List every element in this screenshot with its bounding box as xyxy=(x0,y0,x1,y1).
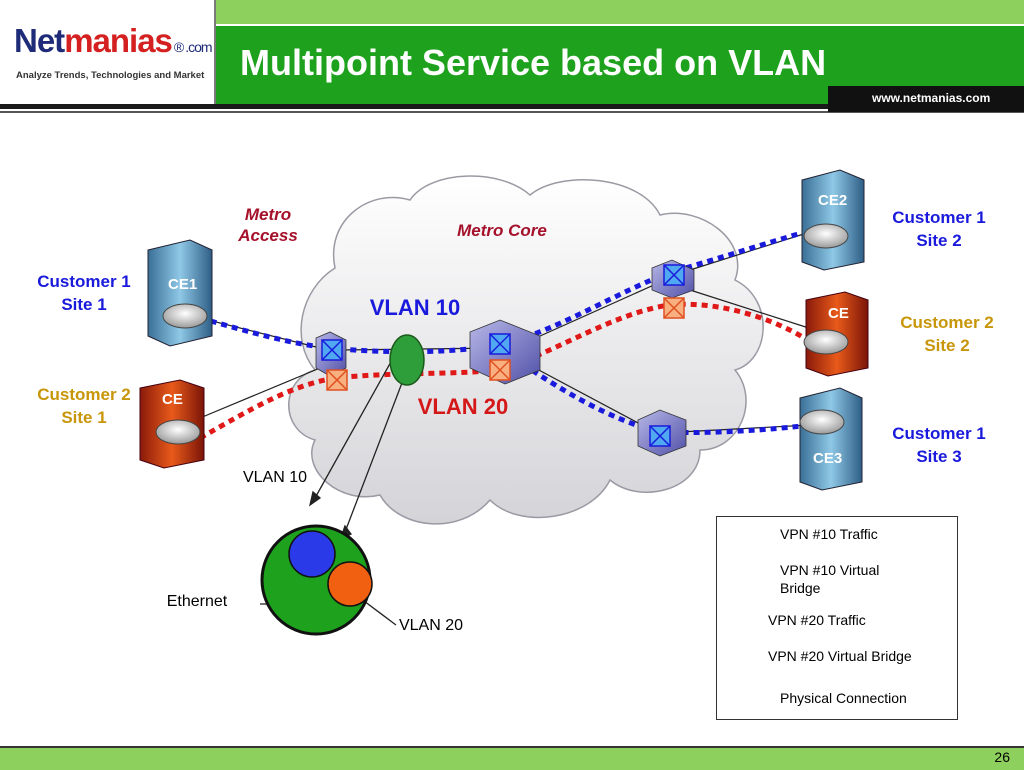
customer2-site2-line2: Site 2 xyxy=(924,336,970,355)
customer1-site1-line1: Customer 1 xyxy=(37,272,131,291)
metro-core-label: Metro Core xyxy=(457,221,547,240)
vlan10-label: VLAN 10 xyxy=(369,295,461,320)
legend-vpn20-traffic: VPN #20 Traffic xyxy=(768,612,866,628)
building-ce-right xyxy=(803,291,869,377)
logo-manias: manias xyxy=(64,22,173,59)
logo-box: Netmanias®.com Analyze Trends, Technolog… xyxy=(0,0,216,104)
metro-access-label: Metro Access xyxy=(228,204,308,246)
ce-right-tag: CE xyxy=(828,305,849,322)
logo-net: Net xyxy=(14,22,65,59)
legend-physical: Physical Connection xyxy=(780,690,907,706)
metro-access-line1: Metro xyxy=(244,205,292,224)
ce1-tag: CE1 xyxy=(168,276,198,293)
customer1-site2-line2: Site 2 xyxy=(916,231,962,250)
vlan-tag-oval xyxy=(389,334,425,386)
legend-vpn10-bridge-line2: Bridge xyxy=(780,580,821,596)
url-box xyxy=(828,86,1024,112)
vlan20-label: VLAN 20 xyxy=(417,394,509,419)
vpn20-bridge-icons xyxy=(326,297,685,391)
ce3-tag: CE3 xyxy=(813,450,843,467)
customer1-site3-line1: Customer 1 xyxy=(892,424,986,443)
customer2-site2-line1: Customer 2 xyxy=(900,313,994,332)
logo-tagline: Analyze Trends, Technologies and Market xyxy=(16,70,205,81)
header-top-strip xyxy=(216,0,1024,24)
customer1-site1-line2: Site 1 xyxy=(61,295,107,314)
vlan20-small-label: VLAN 20 xyxy=(398,617,464,634)
customer2-site1-label: Customer 2 Site 1 xyxy=(24,383,144,429)
legend-vpn10-bridge: VPN #10 Virtual Bridge xyxy=(780,561,879,597)
customer1-site1-label: Customer 1 Site 1 xyxy=(24,270,144,316)
logo-com: .com xyxy=(185,39,212,55)
header-rule-thin xyxy=(0,111,1024,113)
customer2-site1-line2: Site 1 xyxy=(61,408,107,427)
building-ce-left xyxy=(139,379,205,469)
legend-vpn10-traffic: VPN #10 Traffic xyxy=(780,526,878,542)
page-number: 26 xyxy=(994,749,1010,765)
ethernet-diagram xyxy=(260,524,373,636)
building-ce1 xyxy=(147,239,213,347)
ethernet-label: Ethernet xyxy=(166,593,228,610)
building-ce2 xyxy=(801,169,865,271)
customer2-site1-line1: Customer 2 xyxy=(37,385,131,404)
legend xyxy=(716,516,958,720)
legend-vpn20-bridge: VPN #20 Virtual Bridge xyxy=(768,648,912,664)
ce2-tag: CE2 xyxy=(818,192,848,209)
metro-access-line2: Access xyxy=(238,226,298,245)
site-url[interactable]: www.netmanias.com xyxy=(872,91,991,105)
logo: Netmanias®.com xyxy=(14,22,213,60)
customer1-site2-label: Customer 1 Site 2 xyxy=(878,206,1000,252)
customer1-site3-label: Customer 1 Site 3 xyxy=(878,422,1000,468)
header-rule xyxy=(0,104,1024,109)
footer-bar xyxy=(0,746,1024,770)
vpn10-bridge-icons xyxy=(321,264,685,447)
vpn10-path xyxy=(199,227,813,436)
customer1-site3-line2: Site 3 xyxy=(916,447,962,466)
building-ce3 xyxy=(799,387,863,491)
page-title: Multipoint Service based on VLAN xyxy=(240,42,827,83)
vlan10-small-label: VLAN 10 xyxy=(242,469,308,486)
customer1-site2-line1: Customer 1 xyxy=(892,208,986,227)
legend-vpn10-bridge-line1: VPN #10 Virtual xyxy=(780,562,880,578)
ce-left-tag: CE xyxy=(162,391,183,408)
customer2-site2-label: Customer 2 Site 2 xyxy=(886,311,1008,357)
logo-reg: ® xyxy=(173,39,184,55)
